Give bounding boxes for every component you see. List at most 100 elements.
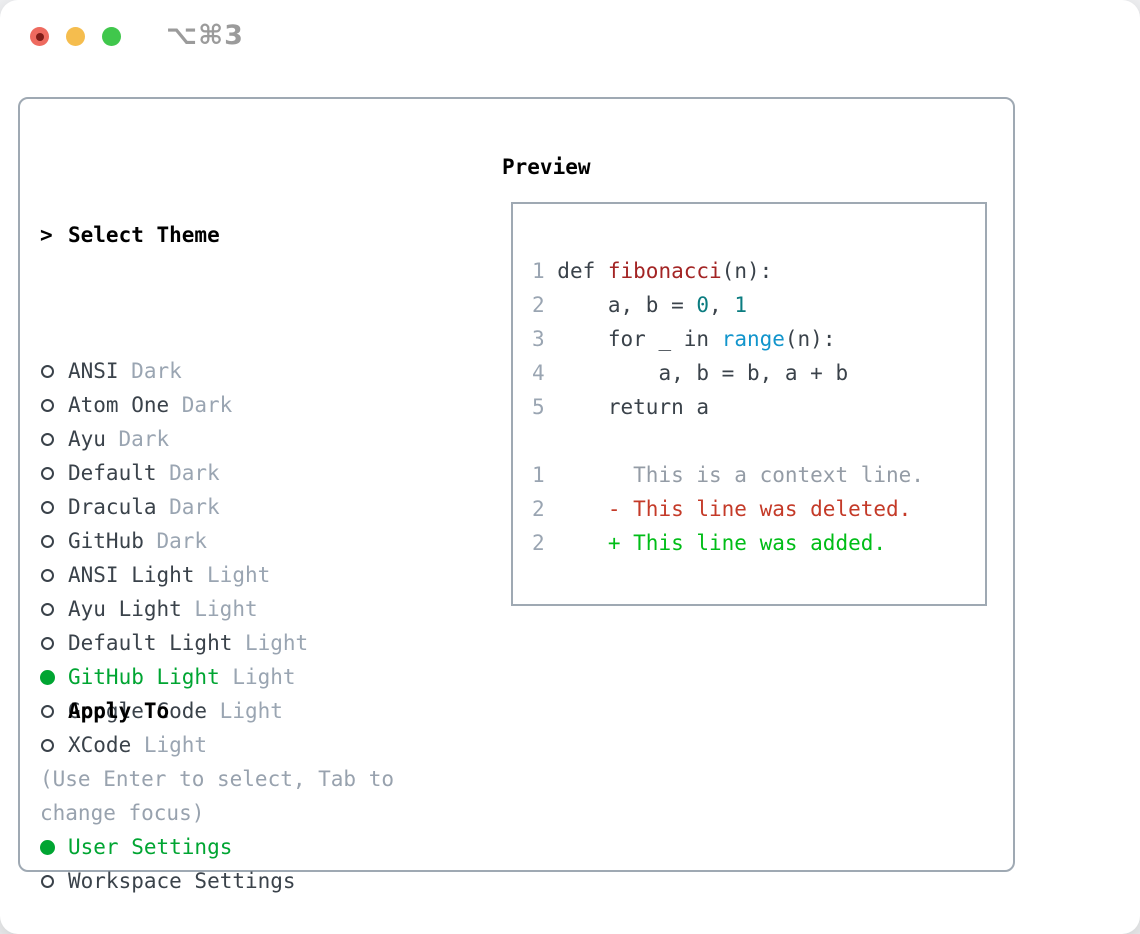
theme-variant: Dark <box>169 461 220 485</box>
code-token: 0 <box>696 293 710 317</box>
diff-line-context: 1 This is a context line. <box>532 458 985 492</box>
code-token: a, b = <box>557 293 697 317</box>
code-token: fibonacci <box>607 259 722 283</box>
line-number: 2 <box>532 531 558 555</box>
theme-variant: Light <box>219 699 283 723</box>
preview-box: 1 def fibonacci(n): 2 a, b = 0, 1 3 for _ … <box>511 202 987 606</box>
prompt-slot: > <box>40 218 68 252</box>
theme-variant: Light <box>207 563 271 587</box>
radio-unselected-icon <box>41 874 54 888</box>
radio-slot <box>40 864 68 898</box>
theme-option[interactable]: XCode Light <box>40 728 308 762</box>
theme-variant: Light <box>244 631 309 655</box>
diff-line-added: 2 + This line was added. <box>532 526 985 560</box>
theme-list-header: Select Theme <box>68 223 220 247</box>
window-title: ⌥⌘3 <box>166 20 244 51</box>
radio-slot <box>40 388 68 422</box>
apply-to-option[interactable]: Workspace Settings <box>40 864 296 898</box>
radio-slot <box>40 490 68 524</box>
close-button-icon[interactable] <box>30 27 49 46</box>
preview-header: Preview <box>502 155 591 179</box>
code-token: a, b = b, a + b <box>557 361 849 385</box>
code-token: return a <box>557 395 710 419</box>
radio-slot <box>40 422 68 456</box>
code-line: 1 def fibonacci(n): <box>532 254 985 288</box>
line-number: 2 <box>532 497 558 521</box>
theme-option[interactable]: ANSI Dark <box>40 354 308 388</box>
theme-option[interactable]: Google Code Light <box>40 694 308 728</box>
apply-to-header-slot <box>40 694 68 728</box>
line-number: 5 <box>532 395 558 419</box>
diff-text: This is a context line. <box>557 463 924 487</box>
radio-unselected-icon <box>41 602 54 616</box>
radio-slot <box>40 524 68 558</box>
code-token: 1 <box>734 293 747 317</box>
theme-variant: Light <box>194 597 258 621</box>
theme-name: ANSI <box>68 359 119 383</box>
theme-name: Ayu Light <box>68 597 182 621</box>
code-token: for _ in <box>557 327 722 351</box>
radio-slot <box>40 354 68 388</box>
code-token: def <box>557 259 608 283</box>
apply-to-header-row: Apply To <box>40 694 296 728</box>
theme-option[interactable]: Ayu Light Light <box>40 592 308 626</box>
theme-name: Default <box>68 461 157 485</box>
minimize-button-icon[interactable] <box>66 27 85 46</box>
radio-unselected-icon <box>41 500 54 514</box>
theme-name: ANSI Light <box>68 563 195 587</box>
code-line: 3 for _ in range(n): <box>532 322 985 356</box>
apply-to-label: User Settings <box>68 835 233 859</box>
radio-slot <box>40 558 68 592</box>
radio-slot <box>40 626 68 660</box>
apply-to-option[interactable]: User Settings <box>40 830 296 864</box>
theme-name: GitHub <box>68 529 144 553</box>
apply-to-header: Apply To <box>68 699 170 723</box>
prompt-arrow-icon: > <box>40 223 53 247</box>
theme-variant: Light <box>143 733 208 757</box>
radio-unselected-icon <box>41 432 54 446</box>
theme-variant: Light <box>232 665 296 689</box>
radio-selected-icon <box>40 669 55 685</box>
theme-option[interactable]: ANSI Light Light <box>40 558 308 592</box>
theme-option[interactable]: GitHub Light Light <box>40 660 308 694</box>
radio-slot <box>40 660 68 694</box>
theme-name: Google Code <box>68 699 208 723</box>
theme-name: GitHub Light <box>68 665 220 689</box>
theme-name: Default Light <box>68 631 233 655</box>
code-token: , <box>709 293 735 317</box>
radio-selected-icon <box>40 839 55 855</box>
zoom-button-icon[interactable] <box>102 27 121 46</box>
radio-unselected-icon <box>41 636 54 650</box>
theme-variant: Dark <box>131 359 182 383</box>
theme-name: Atom One <box>68 393 170 417</box>
line-number: 1 <box>532 259 558 283</box>
radio-slot <box>40 830 68 864</box>
code-line: 4 a, b = b, a + b <box>532 356 985 390</box>
code-token: (n): <box>721 259 773 283</box>
diff-line-deleted: 2 - This line was deleted. <box>532 492 985 526</box>
radio-slot <box>40 456 68 490</box>
radio-unselected-icon <box>41 398 54 412</box>
radio-unselected-icon <box>41 466 54 480</box>
radio-unselected-icon <box>41 568 54 582</box>
radio-unselected-icon <box>41 364 54 378</box>
theme-option[interactable]: Default Dark <box>40 456 308 490</box>
radio-unselected-icon <box>41 534 54 548</box>
blank-line <box>532 424 985 458</box>
theme-option[interactable]: Default Light Light <box>40 626 308 660</box>
radio-unselected-icon <box>41 704 54 718</box>
line-number: 2 <box>532 293 558 317</box>
line-number: 1 <box>532 463 558 487</box>
theme-variant: Dark <box>118 427 170 451</box>
apply-to-label: Workspace Settings <box>68 869 296 893</box>
code-line: 5 return a <box>532 390 985 424</box>
theme-name: XCode <box>68 733 132 757</box>
code-token: range <box>721 327 785 351</box>
